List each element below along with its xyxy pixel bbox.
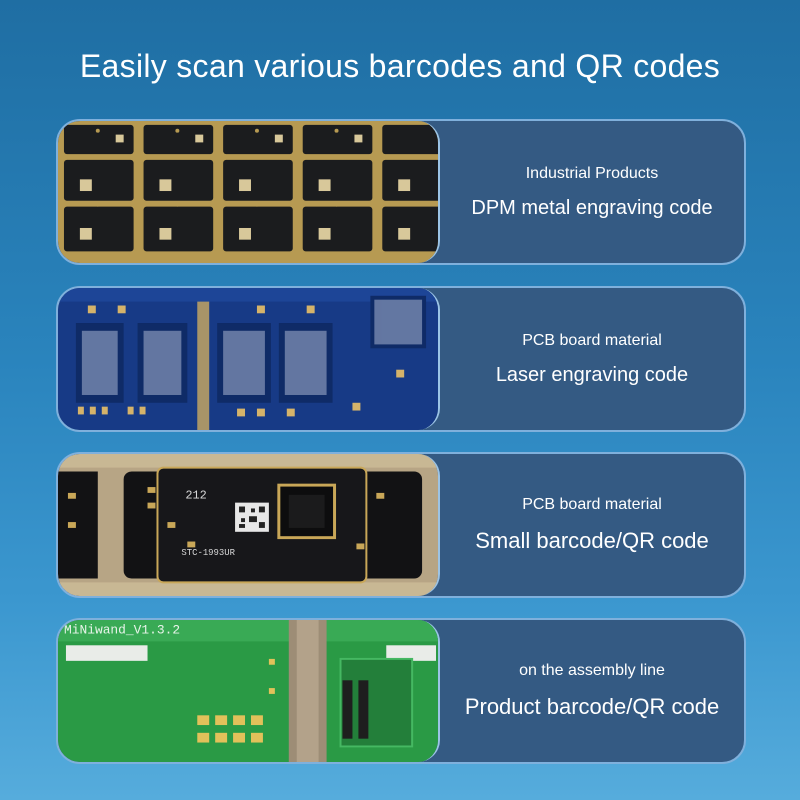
card-category: PCB board material bbox=[522, 496, 662, 513]
card-category: on the assembly line bbox=[519, 662, 665, 679]
card-category: Industrial Products bbox=[525, 164, 659, 182]
blue-pcb-photo bbox=[58, 288, 440, 430]
card-code-type: Product barcode/QR code bbox=[464, 694, 720, 719]
chip-number-label: 212 bbox=[185, 489, 206, 503]
card-category: PCB board material bbox=[522, 331, 662, 349]
green-pcb-photo: MiNiwand_V1.3.2 bbox=[58, 620, 440, 762]
card-code-type: Small barcode/QR code bbox=[475, 528, 709, 553]
page-title: Easily scan various barcodes and QR code… bbox=[79, 48, 721, 84]
chip-model-label: STC-1993UR bbox=[181, 548, 235, 558]
card-code-type: Laser engraving code bbox=[495, 363, 689, 386]
card-laser-engraving: PCB board material Laser engraving code bbox=[56, 286, 746, 432]
card-dpm-metal: Industrial Products DPM metal engraving … bbox=[56, 119, 746, 265]
card-small-barcode: 212 STC-1993UR PCB board material Small … bbox=[56, 452, 746, 598]
black-pcb-photo: 212 STC-1993UR bbox=[58, 454, 440, 596]
metal-chip-array-photo bbox=[58, 121, 440, 263]
card-code-type: DPM metal engraving code bbox=[471, 196, 713, 219]
card-assembly-line: MiNiwand_V1.3.2 on the assembly line Pro… bbox=[56, 618, 746, 764]
board-version-label: MiNiwand_V1.3.2 bbox=[64, 623, 180, 638]
